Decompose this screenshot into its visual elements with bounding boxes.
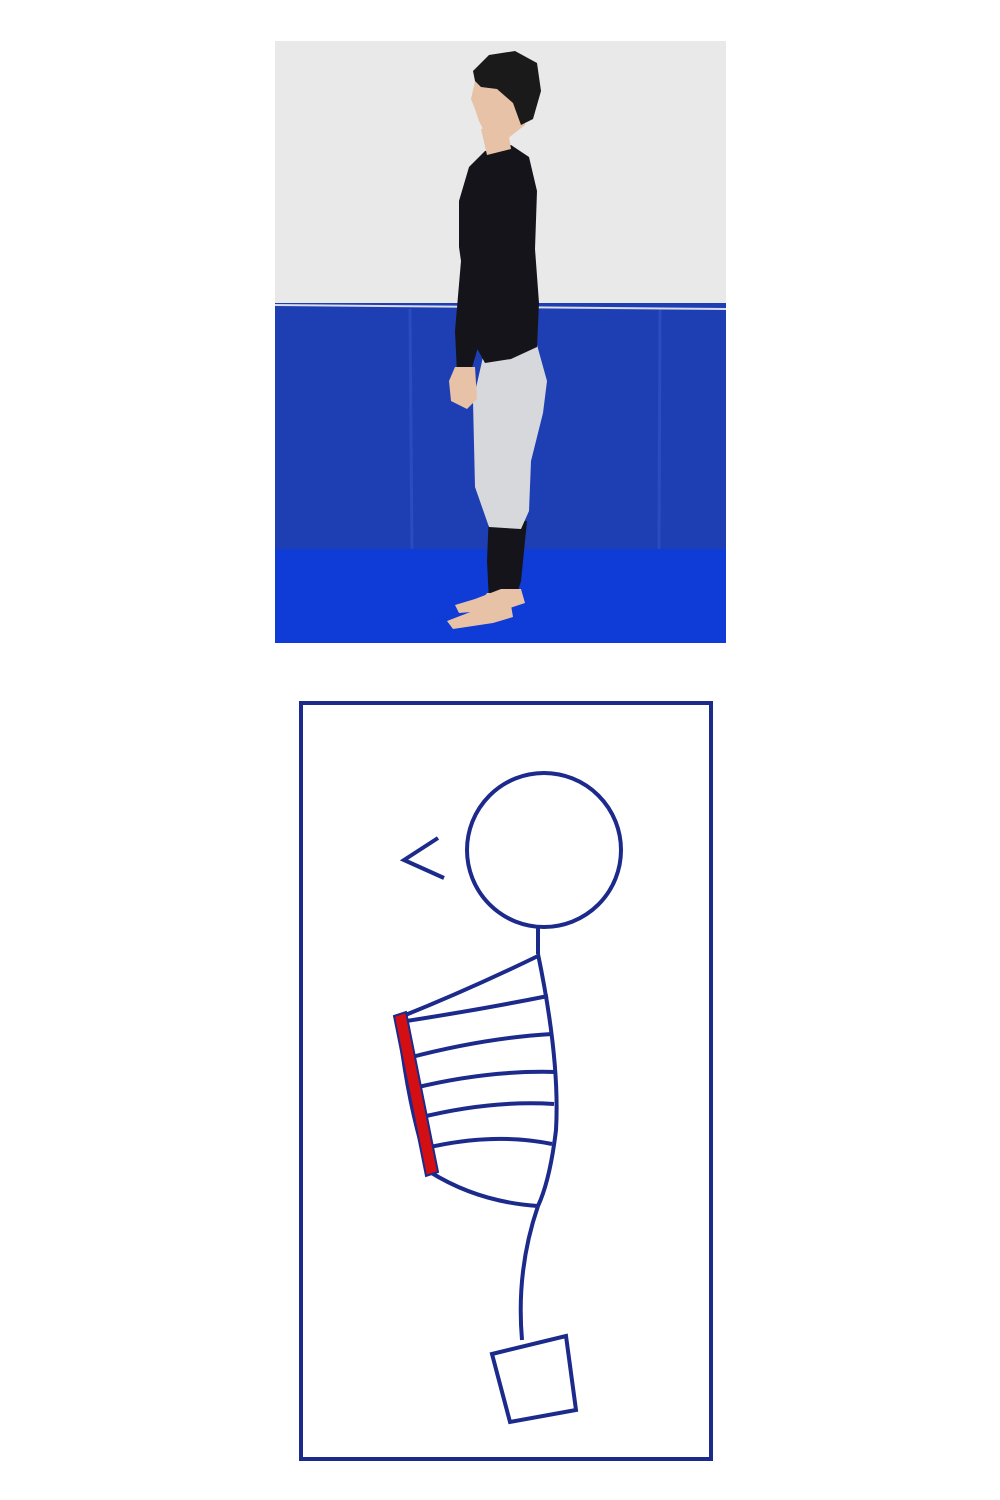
foot-front: [447, 593, 513, 629]
leg-front: [487, 511, 513, 603]
posture-photo: [275, 41, 726, 643]
diagram-frame: [299, 701, 713, 1461]
rib-4: [413, 1069, 557, 1090]
head-circle: [465, 771, 623, 929]
rib-6: [425, 1136, 553, 1150]
hand: [449, 367, 477, 409]
mat-seam: [657, 308, 662, 554]
pelvis-square: [489, 1333, 579, 1425]
arm: [455, 171, 489, 373]
shorts: [473, 345, 547, 529]
rib-2: [399, 994, 549, 1024]
rib-5: [417, 1101, 555, 1120]
mat-seam: [408, 308, 414, 554]
nose-triangle: [399, 836, 445, 880]
spine-curve: [518, 953, 559, 1341]
highlight-bar: [392, 1010, 440, 1178]
ribs: [397, 954, 557, 1150]
posture-diagram: [299, 701, 713, 1461]
rib-1: [397, 954, 539, 1020]
rib-3: [407, 1032, 553, 1060]
hair: [473, 51, 541, 125]
